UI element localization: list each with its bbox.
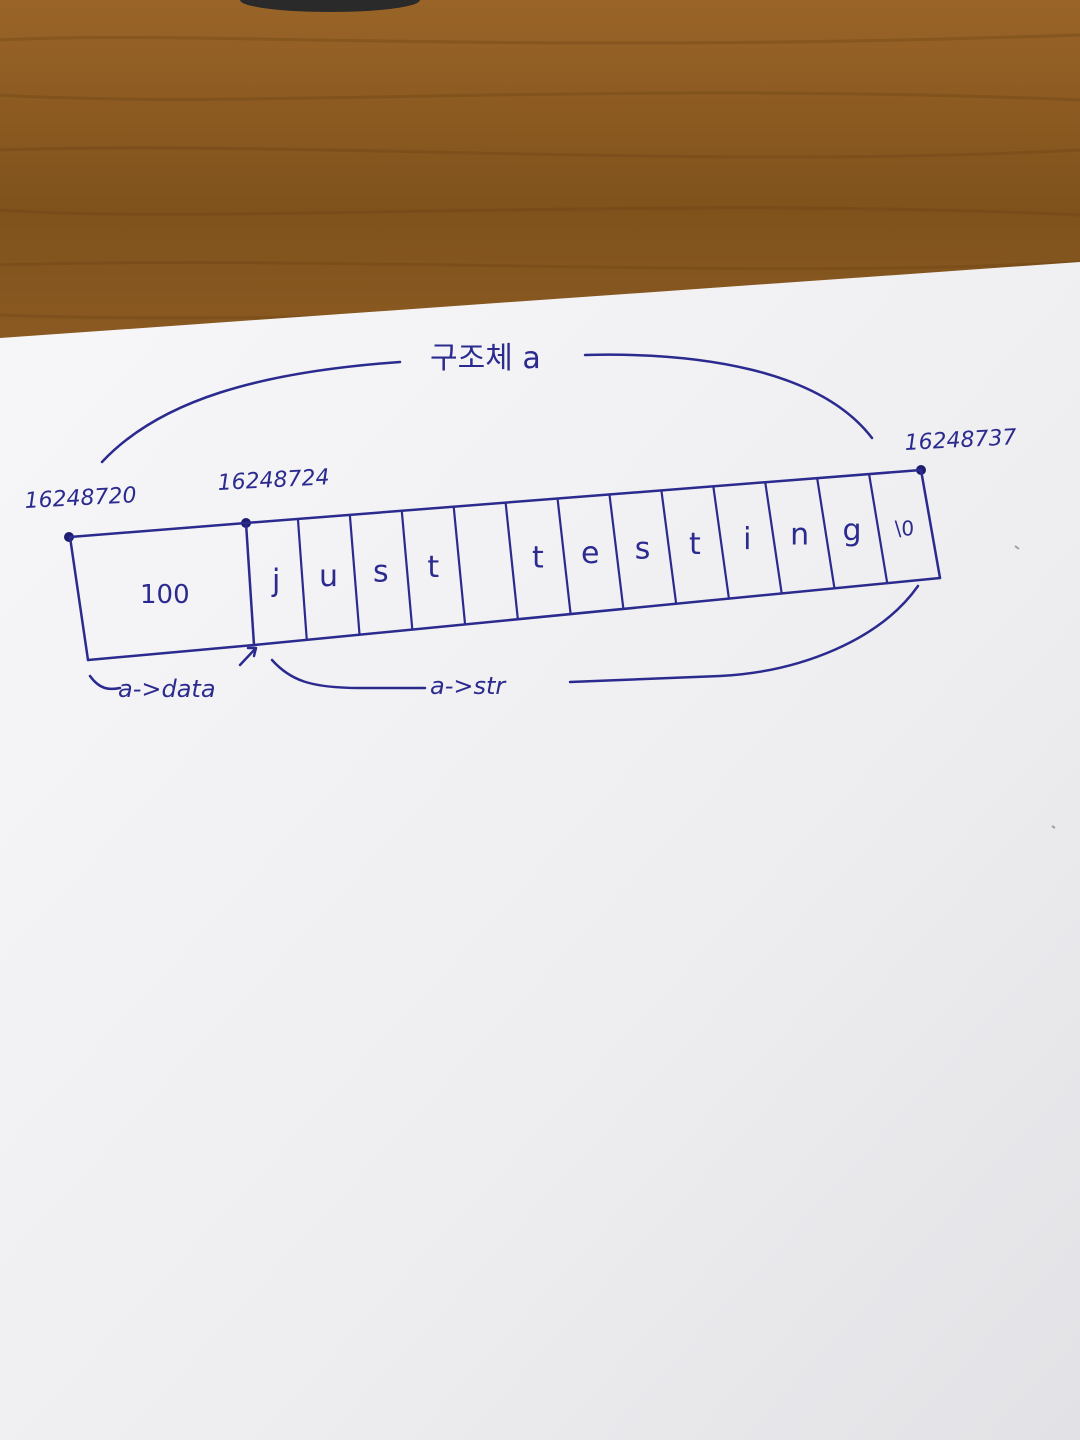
str-char-cell: g (842, 513, 861, 548)
address-start-label: 16248720 (24, 483, 137, 514)
char-cell-divider (712, 485, 731, 600)
str-char-cell: t (532, 541, 544, 576)
struct-arc-right (583, 353, 874, 440)
str-char-cell: j (271, 564, 280, 599)
char-cell-divider (296, 517, 308, 641)
char-cell-divider (764, 481, 783, 595)
str-char-cell: t (689, 527, 701, 562)
str-member-brace-left (270, 658, 427, 690)
struct-arc-left (100, 360, 402, 464)
str-char-cell: s (635, 531, 651, 566)
char-dividers (296, 472, 889, 641)
char-cell-divider (400, 509, 414, 631)
data-cell-left-edge (68, 535, 90, 662)
data-member-label: a->data (118, 675, 216, 703)
char-cell-divider (556, 497, 572, 616)
paper-sheet (0, 262, 1080, 1440)
paper-mark (1014, 545, 1020, 550)
memory-strip (68, 468, 942, 662)
char-cell-divider (504, 501, 519, 621)
str-char-cell: s (373, 554, 389, 589)
data-cell-right-edge (244, 521, 256, 647)
str-char-cell: e (581, 536, 599, 571)
str-member-label: a->str (430, 672, 507, 700)
char-cell-divider (348, 513, 361, 636)
dark-object-top (240, 0, 420, 12)
char-cell-divider (816, 477, 836, 590)
str-char-cell: i (743, 522, 751, 557)
str-char-cell: \0 (895, 516, 914, 540)
strip-right-edge (919, 468, 942, 580)
char-cell-divider (608, 493, 625, 611)
data-member-brace (88, 674, 122, 691)
char-cell-divider (867, 472, 889, 585)
struct-label: 구조체 a (430, 341, 541, 376)
str-char-cell: n (790, 518, 809, 553)
address-str-start-label: 16248724 (217, 465, 330, 496)
str-member-brace-right (568, 584, 920, 684)
str-char-cell: u (319, 559, 338, 594)
str-char-cell: t (427, 550, 439, 585)
char-cell-divider (452, 505, 467, 626)
char-cell-divider (660, 489, 678, 605)
address-end-label: 16248737 (904, 425, 1017, 456)
data-member-pointer (238, 646, 258, 667)
paper-mark (1051, 825, 1056, 829)
data-cell-value: 100 (140, 580, 190, 610)
